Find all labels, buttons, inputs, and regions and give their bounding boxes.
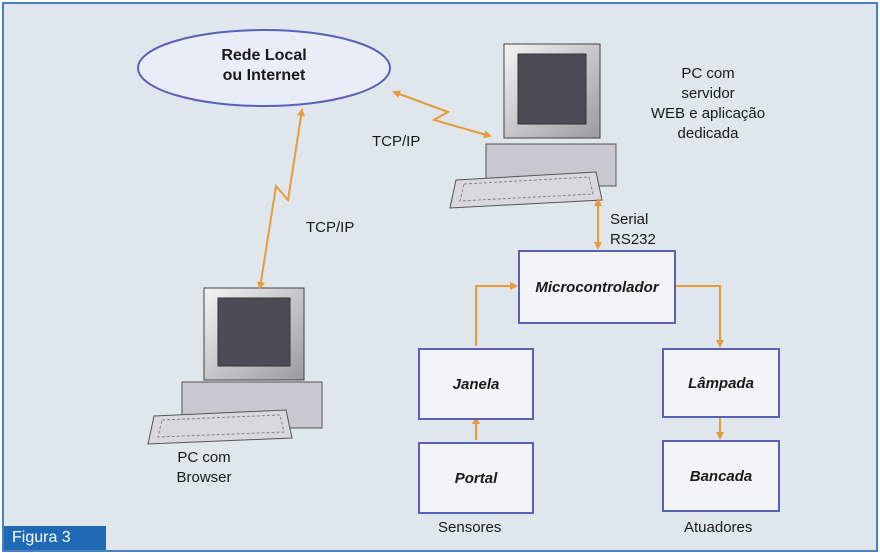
tcpip-label-top: TCP/IP	[372, 133, 421, 150]
microcontroller-label: Microcontrolador	[535, 278, 659, 296]
network-label-line2: ou Internet	[222, 67, 306, 84]
server-label: PC com servidor WEB e aplicação dedicada	[648, 64, 768, 144]
client-label: PC com Browser	[154, 448, 254, 488]
network-label: Rede Local ou Internet	[184, 46, 344, 86]
tcpip-link-server	[392, 90, 492, 139]
serial-label-line2: RS232	[610, 231, 656, 248]
client-label-line2: Browser	[176, 469, 232, 486]
network-ellipse	[137, 29, 391, 107]
lampada-box: Lâmpada	[662, 348, 780, 418]
sensores-label: Sensores	[438, 519, 502, 536]
network-label-line1: Rede Local	[221, 47, 307, 64]
server-label-line2: servidor	[681, 85, 735, 102]
client-label-line1: PC com	[177, 449, 231, 466]
tcpip-link-client	[256, 108, 306, 290]
server-label-line4: dedicada	[677, 125, 739, 142]
serial-label-line1: Serial	[610, 211, 649, 228]
server-computer-icon	[449, 43, 617, 209]
tcpip-label-left: TCP/IP	[306, 219, 355, 236]
figure-label: Figura 3	[4, 526, 106, 550]
janela-box: Janela	[418, 348, 534, 420]
microcontroller-box: Microcontrolador	[518, 250, 676, 324]
bancada-label: Bancada	[689, 467, 753, 485]
micro-to-lampada-arrow	[674, 285, 724, 348]
lampada-label: Lâmpada	[688, 374, 754, 392]
client-computer-icon	[147, 287, 323, 445]
diagram-canvas	[137, 29, 724, 445]
bancada-box: Bancada	[662, 440, 780, 512]
serial-label: Serial RS232	[610, 210, 656, 250]
portal-label: Portal	[454, 469, 498, 487]
janela-label: Janela	[452, 375, 500, 393]
janela-to-micro-arrow	[475, 282, 518, 346]
portal-box: Portal	[418, 442, 534, 514]
server-label-line1: PC com	[681, 65, 735, 82]
server-label-line3: WEB e aplicação	[650, 105, 766, 122]
atuadores-label: Atuadores	[684, 519, 753, 536]
